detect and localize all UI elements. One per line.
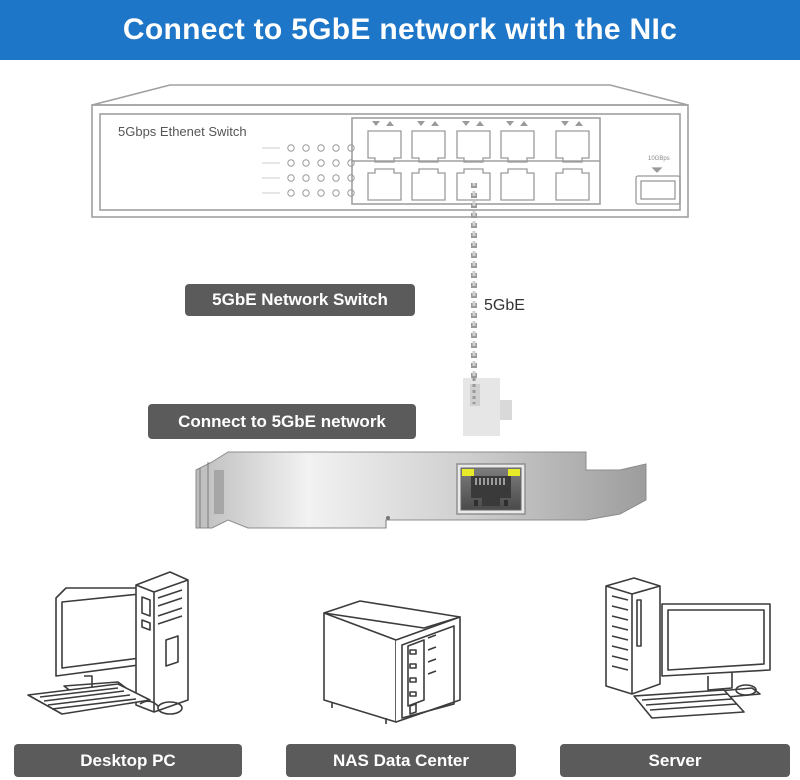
nas-illustration [323, 600, 461, 724]
nic-tag: Connect to 5GbE network [148, 404, 416, 439]
device-label-server: Server [560, 744, 790, 777]
device-label-nas: NAS Data Center [286, 744, 516, 777]
sfp-label: 10GBps [648, 156, 670, 162]
server-illustration [605, 577, 771, 719]
switch-ports [367, 130, 590, 201]
page-title: Connect to 5GbE network with the NIc [122, 13, 678, 46]
device-label-desktop-pc: Desktop PC [14, 744, 242, 777]
desktop-pc-illustration [27, 571, 189, 715]
switch-model-label: 5Gbps Ethenet Switch [118, 124, 247, 139]
switch-tag: 5GbE Network Switch [185, 284, 415, 316]
rj45-plug [463, 378, 512, 436]
network-switch [91, 84, 689, 218]
cable-speed-label: 5GbE [484, 297, 525, 314]
switch-led-matrix [262, 144, 355, 197]
nic-led-left [462, 469, 474, 476]
sfp-port [635, 167, 681, 205]
title-banner: Connect to 5GbE network with the NIc [0, 0, 800, 60]
nic-led-right [508, 469, 520, 476]
nic-bracket [195, 451, 647, 529]
port-indicator-arrows [372, 121, 583, 126]
